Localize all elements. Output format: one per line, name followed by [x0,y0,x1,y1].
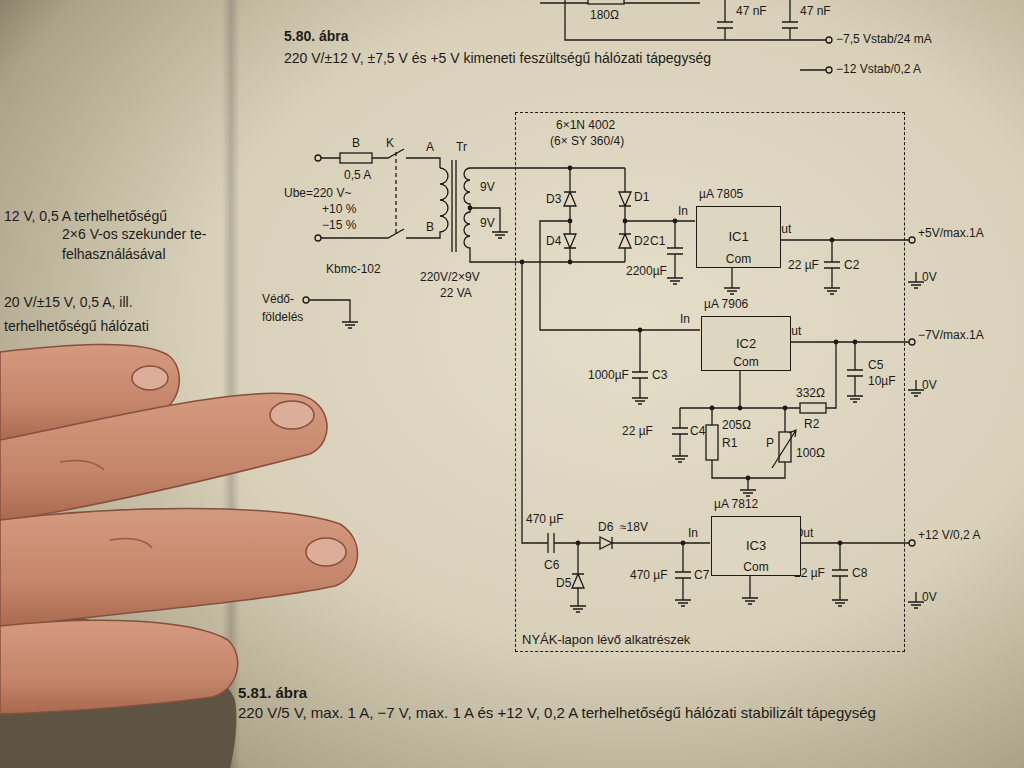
tolerance: −15 % [322,218,356,232]
diode-label: D4 [546,234,561,248]
potentiometer-value: 100Ω [796,446,825,460]
ground-label: 0V [922,378,937,392]
ground-label: 0V [922,270,937,284]
ic-type: µA 7805 [699,187,743,201]
transformer-rating: 220V/2×9V [420,270,480,284]
winding-voltage: 9V [480,180,495,194]
figure-number: 5.81. ábra [238,684,307,701]
resistor-label: R1 [722,436,737,450]
potentiometer-label: P [766,436,774,450]
pin-label: Com [702,355,790,369]
part-value: 180Ω [590,8,619,22]
switch-type: Kbmc-102 [326,262,381,276]
figure-caption: 220 V/5 V, max. 1 A, −7 V, max. 1 A és +… [238,704,1008,722]
wires [303,0,924,612]
fuse-label: B [352,136,360,150]
ic-designator: IC2 [702,337,790,351]
pin-label: In [678,204,688,218]
ic-designator: IC3 [712,539,800,553]
junction-dots [468,166,858,546]
body-text: 12 V, 0,5 A terhelhetőségű [4,208,167,224]
pin-label: Com [697,252,780,266]
output-label: +12 V/0,2 A [918,528,980,542]
diode-type: (6× SY 360/4) [550,134,624,148]
capacitor-value: 22 µF [788,258,819,272]
winding-voltage: 9V [480,216,495,230]
capacitor-label: C1 [650,234,665,248]
output-label: −12 Vstab/0,2 A [836,62,921,76]
capacitor-value: 2200µF [626,264,667,278]
pin-label: In [688,526,698,540]
pin-label: Com [712,560,800,574]
capacitor-label: C7 [694,568,709,582]
diode-type: 6×1N 4002 [556,118,615,132]
switch-label: K [386,136,394,150]
body-text: 20 V/±15 V, 0,5 A, ill. [4,294,133,310]
capacitor-label: C4 [690,424,705,438]
figure-number: 5.80. ábra [284,28,349,44]
pcb-boundary: NYÁK-lapon lévő alkatrészek µA 7805IC1Com… [515,112,905,652]
terminal-label: B [426,220,434,234]
terminal-label: A [426,140,434,154]
diode-label: D6 [598,520,613,534]
part-value: 47 nF [800,4,831,18]
regulator-ic: µA 7805IC1Com [696,206,781,268]
pin-label: In [680,312,690,326]
capacitor-value: 1000µF [588,368,629,382]
earth-label: földelés [262,310,303,324]
resistor-label: R2 [804,417,819,431]
ic-type: µA 7906 [704,297,748,311]
output-label: +5V/max.1A [918,226,984,240]
ic-type: µA 7812 [714,497,758,511]
diode-label: D3 [546,192,561,206]
input-voltage: Ube=220 V~ [284,186,351,200]
diode-label: D2 [634,234,649,248]
fuse-rating: 0,5 A [344,168,371,182]
resistor-value: 332Ω [796,386,825,400]
capacitor-value: 10µF [868,374,896,388]
regulator-ic: µA 7906IC2Com [701,316,791,371]
capacitor-label: C5 [868,358,883,372]
capacitor-value: 22 µF [622,424,653,438]
output-label: −7,5 Vstab/24 mA [836,32,932,46]
body-text: terhelhetőségű hálózati [4,318,149,334]
capacitor-label: C2 [844,258,859,272]
regulator-ic: µA 7812IC3Com [711,516,801,576]
ic-designator: IC1 [697,230,780,244]
voltage-note: ≈18V [620,520,648,534]
resistor-value: 205Ω [722,418,751,432]
part-value: 47 nF [736,4,767,18]
body-text: felhasználásával [62,246,166,262]
capacitor-value: 470 µF [630,568,668,582]
capacitor-label: C3 [652,368,667,382]
tolerance: +10 % [322,202,356,216]
earth-label: Védő- [262,292,294,306]
capacitor-label: C8 [852,566,867,580]
ground-label: 0V [922,590,937,604]
capacitor-label: C6 [544,558,559,572]
body-text: 2×6 V-os szekunder te- [62,226,206,242]
transformer-rating: 22 VA [440,286,472,300]
output-label: −7V/max.1A [918,328,984,342]
diode-label: D5 [556,576,571,590]
figure-caption: 220 V/±12 V, ±7,5 V és +5 V kimeneti fes… [284,50,711,66]
transformer-label: Tr [456,140,467,154]
diode-label: D1 [634,190,649,204]
region-label: NYÁK-lapon lévő alkatrészek [522,632,690,647]
capacitor-value: 470 µF [526,512,564,526]
